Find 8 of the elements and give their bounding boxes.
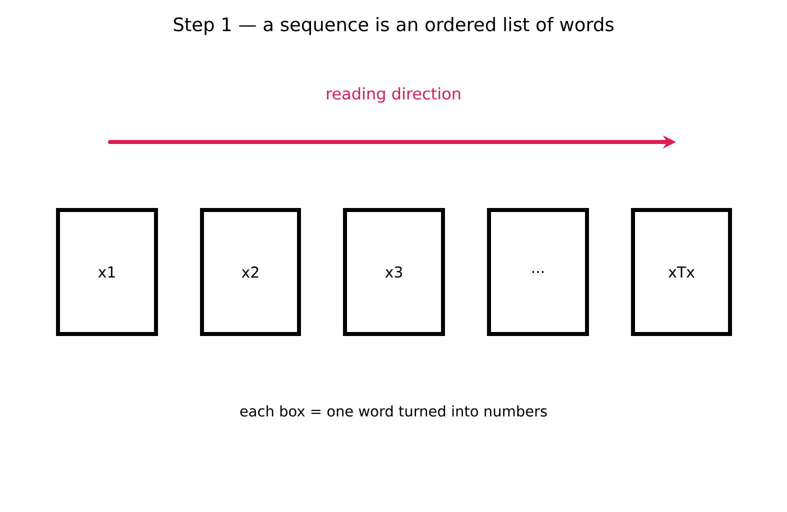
caption: each box = one word turned into numbers (240, 405, 547, 417)
word-box: ... (487, 208, 589, 336)
word-box: xTx (631, 208, 732, 336)
direction-label: reading direction (326, 87, 460, 103)
word-box: x3 (343, 208, 445, 336)
word-box: x2 (200, 208, 301, 336)
title: Step 1 — a sequence is an ordered list of words (174, 17, 614, 35)
word-box: x1 (56, 208, 158, 336)
